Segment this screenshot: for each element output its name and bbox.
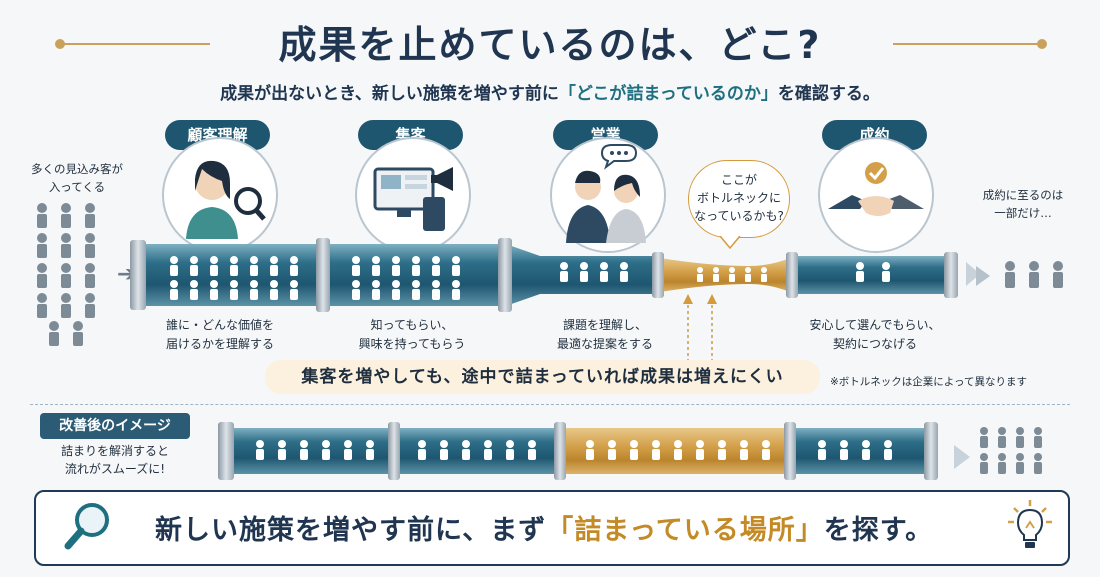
key-message-box bbox=[34, 490, 1070, 566]
inflow-text: 多くの見込み客が 入ってくる bbox=[31, 162, 123, 194]
page-subtitle: 成果が出ないとき、新しい施策を増やす前に「どこが詰まっているのか」を確認する。 bbox=[0, 79, 1100, 104]
title-decoration-right bbox=[893, 43, 1041, 45]
improved-pipe bbox=[218, 422, 938, 480]
stage-desc-sales: 課題を理解し、 最適な提案をする bbox=[556, 318, 653, 351]
inflow-crowd bbox=[37, 203, 95, 346]
improved-outflow-person-icon bbox=[980, 427, 988, 448]
funnel-pipe bbox=[130, 238, 980, 312]
after-text: 詰まりを解消すると 流れがスムーズに! bbox=[60, 444, 169, 476]
improved-pipe-person-icon bbox=[256, 440, 264, 460]
bottleneck-note: ※ボトルネックは企業によって異なります bbox=[830, 376, 1027, 388]
title-decoration-dot-right bbox=[1037, 39, 1047, 49]
key-message-before: 新しい施策を増やす前に、まず bbox=[155, 515, 547, 546]
inflow-person-icon bbox=[37, 203, 47, 228]
stage-desc-contract: 安心して選んでもらい、 契約につなげる bbox=[809, 318, 941, 351]
title-decoration-left bbox=[62, 43, 210, 45]
pipe-person-icon bbox=[170, 256, 178, 276]
stage-circle-contract bbox=[818, 137, 934, 253]
section-divider bbox=[30, 404, 1070, 405]
stage-desc-customer-understanding: 誰に・どんな価値を 届けるかを理解する bbox=[165, 318, 274, 351]
stage-desc-acquisition: 知ってもらい、 興味を持ってもらう bbox=[358, 318, 466, 351]
outflow-text: 成約に至るのは 一部だけ… bbox=[982, 188, 1064, 220]
callout-pointer bbox=[719, 236, 741, 250]
outflow-crowd bbox=[976, 261, 1063, 288]
subtitle-highlight: 「どこが詰まっているのか」 bbox=[558, 84, 778, 104]
key-message: 新しい施策を増やす前に、まず「詰まっている場所」を探す。 bbox=[155, 508, 1005, 547]
stage-circle-customer-understanding bbox=[162, 137, 278, 253]
improved-outflow-crowd bbox=[954, 427, 1042, 474]
handshake-icon bbox=[828, 162, 924, 216]
subtitle-after: を確認する。 bbox=[777, 84, 880, 104]
stage-circle-acquisition bbox=[355, 137, 471, 253]
lightbulb-icon bbox=[1008, 500, 1052, 548]
magnifier-icon bbox=[64, 503, 109, 550]
subtitle-before: 成果が出ないとき、新しい施策を増やす前に bbox=[220, 84, 559, 104]
page-title: 成果を止めているのは、どこ? bbox=[278, 23, 822, 67]
key-message-highlight: 「詰まっている場所」 bbox=[546, 515, 824, 546]
bottleneck-pointers bbox=[683, 294, 717, 362]
consultation-icon bbox=[566, 144, 646, 243]
outflow-person-icon bbox=[1005, 261, 1015, 288]
after-label: 改善後のイメージ bbox=[40, 413, 190, 439]
stage-pill-contract: 成約 bbox=[822, 120, 927, 150]
stage-circle-sales bbox=[550, 137, 666, 253]
bottleneck-callout: ここが ボトルネックに なっているかも? bbox=[688, 160, 790, 238]
monitor-megaphone-icon bbox=[373, 167, 453, 231]
title-decoration-dot-left bbox=[55, 39, 65, 49]
key-message-after: を探す。 bbox=[823, 515, 934, 546]
warning-banner: 集客を増やしても、途中で詰まっていれば成果は増えにくい bbox=[265, 360, 820, 394]
person-magnifier-icon bbox=[186, 160, 266, 239]
